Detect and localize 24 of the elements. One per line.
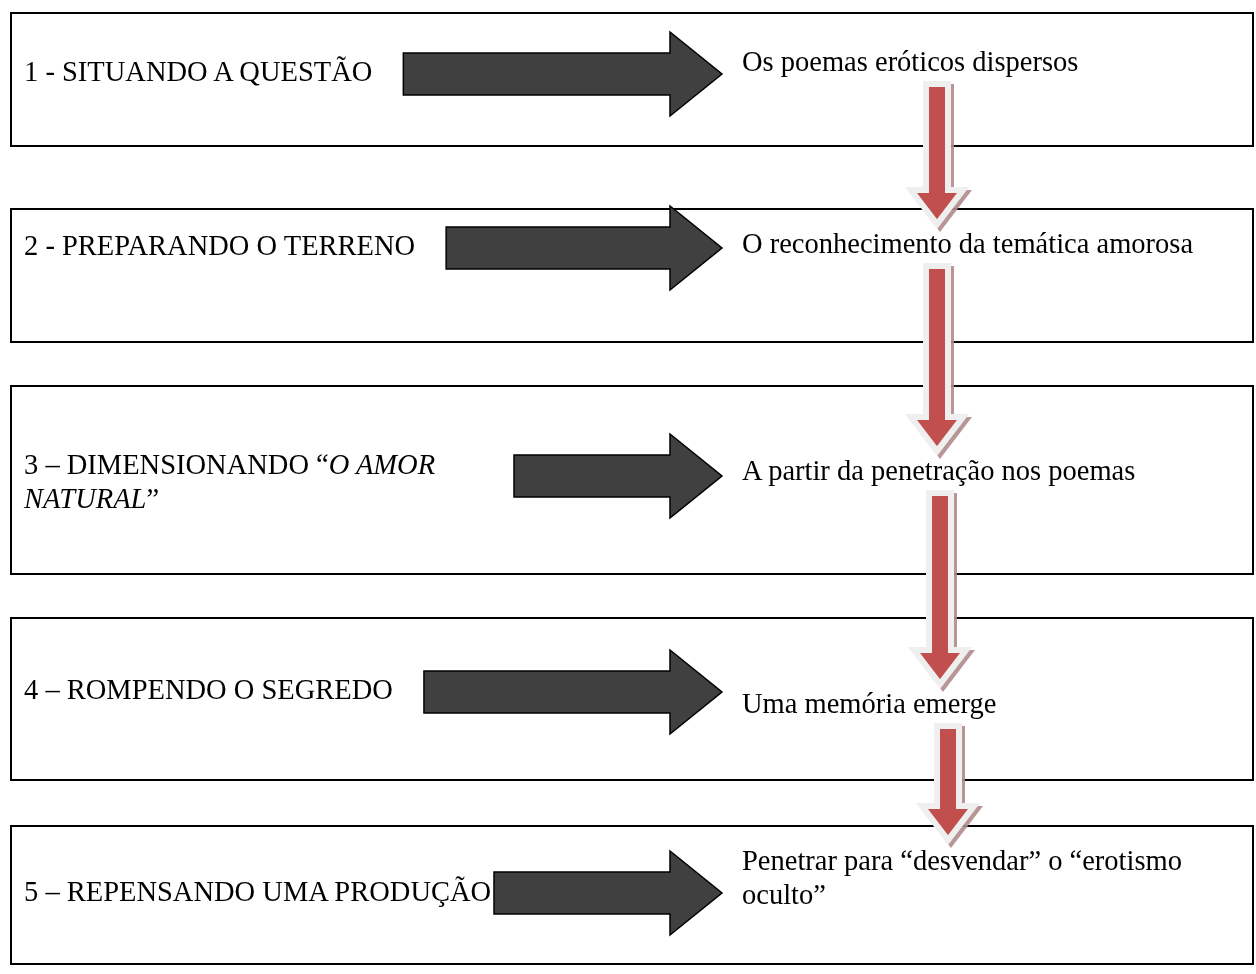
step-heading: 5 – REPENSANDO UMA PRODUÇÃO: [24, 870, 493, 914]
step-heading: 3 – DIMENSIONANDO “O AMOR NATURAL”: [24, 444, 513, 520]
block-arrow: [493, 849, 724, 937]
step-band: [10, 825, 1254, 965]
block-arrow: [915, 723, 981, 845]
step-heading: 4 – ROMPENDO O SEGREDO: [24, 668, 423, 712]
step-band: [10, 12, 1254, 147]
step-result: Os poemas eróticos dispersos: [722, 42, 1248, 82]
step-band: [10, 208, 1254, 343]
block-arrow: [907, 490, 973, 689]
step-band: [10, 385, 1254, 575]
step-heading: 2 - PREPARANDO O TERRENO: [24, 224, 446, 268]
block-arrow: [423, 648, 724, 736]
step-result: Penetrar para “desvendar” o “erotismo oculto”: [722, 840, 1222, 916]
block-arrow: [904, 81, 970, 229]
block-arrow: [513, 432, 724, 520]
step-result: O reconhecimento da temática amorosa: [722, 224, 1248, 264]
step-band: [10, 617, 1254, 781]
step-result: Uma memória emerge: [722, 684, 1248, 724]
block-arrow: [904, 263, 970, 456]
step-heading: 1 - SITUANDO A QUESTÃO: [24, 50, 403, 94]
step-result: A partir da penetração nos poemas: [722, 451, 1248, 491]
block-arrow: [402, 30, 724, 118]
block-arrow: [445, 204, 724, 292]
